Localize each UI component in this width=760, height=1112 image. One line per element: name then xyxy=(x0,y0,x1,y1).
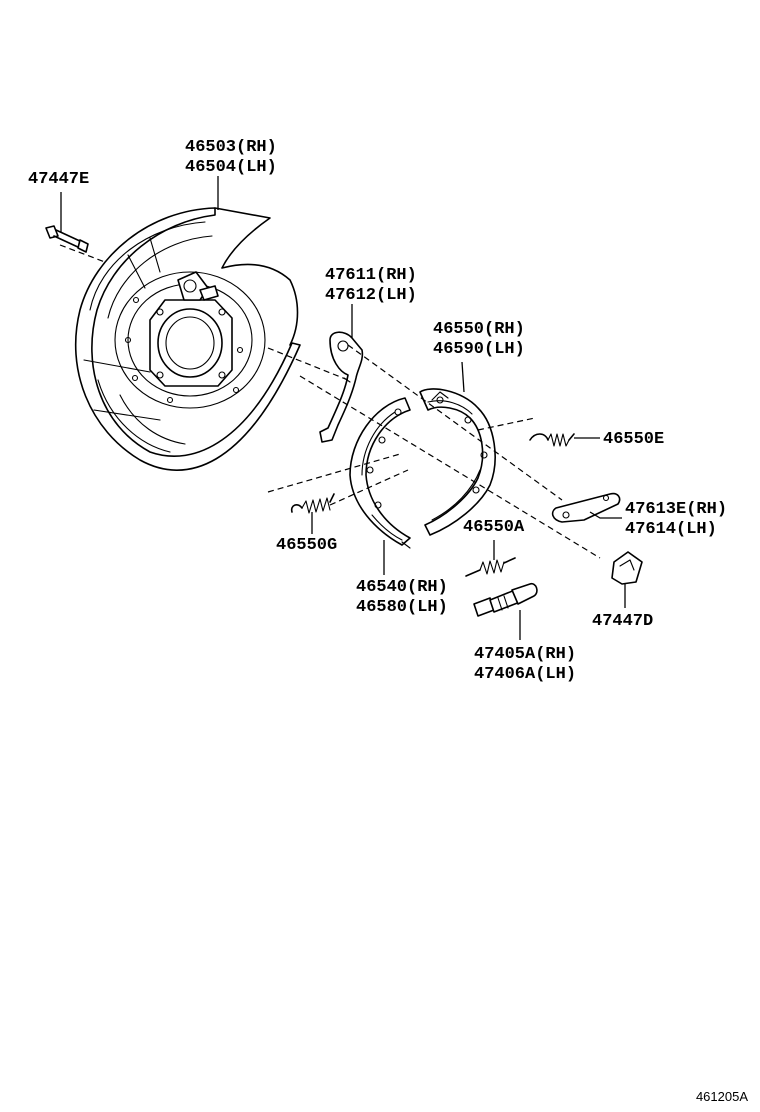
part-label-46550a: 46550A xyxy=(463,518,524,538)
part-number-lh: 46504(LH) xyxy=(185,158,277,177)
part-number-rh: 47405A(RH) xyxy=(474,645,577,664)
backing-plate-drawing xyxy=(74,207,301,471)
leader-lines xyxy=(60,176,626,640)
part-number-rh: 47611(RH) xyxy=(325,266,417,285)
strut-drawing xyxy=(551,492,621,523)
part-label-47613e: 47613E(RH) 47614(LH) xyxy=(625,500,727,540)
spring-46550e-drawing xyxy=(529,433,575,447)
part-number: 46550A xyxy=(463,518,525,537)
part-number-lh: 47614(LH) xyxy=(625,520,717,539)
part-label-47611: 47611(RH) 47612(LH) xyxy=(325,266,417,306)
part-number-rh: 46550(RH) xyxy=(433,320,525,339)
part-number: 46550G xyxy=(276,536,338,555)
part-number: 47447E xyxy=(28,170,90,189)
parking-lever-drawing xyxy=(319,331,364,443)
part-number-lh: 46580(LH) xyxy=(356,598,448,617)
part-number-lh: 46590(LH) xyxy=(433,340,525,359)
brake-shoe-rear-drawing xyxy=(419,388,496,536)
adjuster-drawing xyxy=(473,582,538,617)
part-label-46550e: 46550E xyxy=(603,430,664,450)
assembly-dashed-lines xyxy=(59,244,601,559)
figure-code: 461205A xyxy=(695,1089,748,1104)
part-number-rh: 46540(RH) xyxy=(356,578,448,597)
part-label-46540: 46540(RH) 46580(LH) xyxy=(356,578,448,618)
spring-46550g-drawing xyxy=(290,493,335,514)
part-number: 46550E xyxy=(603,430,665,449)
shim-drawing xyxy=(611,551,643,585)
part-label-46550: 46550(RH) 46590(LH) xyxy=(433,320,525,360)
part-label-47405a: 47405A(RH) 47406A(LH) xyxy=(474,645,576,685)
brake-shoe-front-drawing xyxy=(349,397,411,549)
part-number: 47447D xyxy=(592,612,654,631)
part-number-rh: 46503(RH) xyxy=(185,138,277,157)
part-label-46550g: 46550G xyxy=(276,536,337,556)
bolt-drawing xyxy=(45,225,89,253)
part-number-lh: 47406A(LH) xyxy=(474,665,577,684)
spring-46550a-drawing xyxy=(465,557,516,577)
part-number-lh: 47612(LH) xyxy=(325,286,417,305)
part-number-rh: 47613E(RH) xyxy=(625,500,728,519)
part-label-47447d: 47447D xyxy=(592,612,653,632)
part-label-46503: 46503(RH) 46504(LH) xyxy=(185,138,277,178)
part-label-47447e: 47447E xyxy=(28,170,89,190)
